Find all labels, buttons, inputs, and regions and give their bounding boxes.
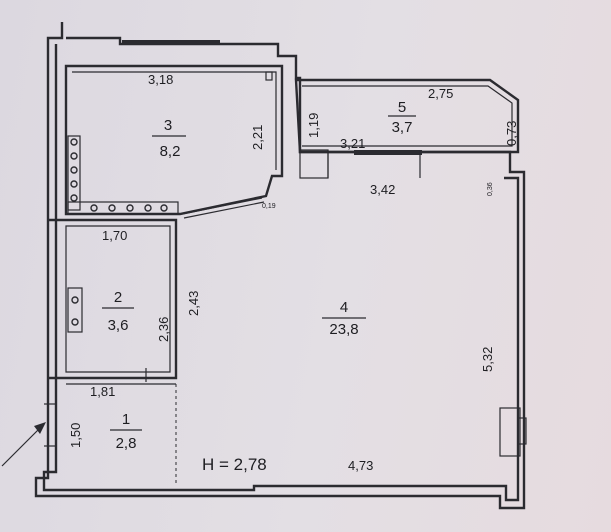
svg-text:3,6: 3,6: [108, 317, 129, 334]
room3-inner: [72, 71, 277, 170]
svg-text:3: 3: [164, 117, 172, 134]
room-3-label: 3 8,2: [152, 117, 186, 160]
svg-text:1: 1: [122, 411, 130, 428]
dim-1-70: 1,70: [102, 228, 127, 243]
ceiling-height: H = 2,78: [202, 455, 267, 474]
counter-left: [67, 135, 81, 211]
dim-0-19: 0,19: [262, 203, 276, 210]
sink: [67, 287, 83, 333]
right-niche: [499, 407, 521, 457]
room-4-label: 4 23,8: [322, 299, 366, 338]
entrance-arrowhead: [34, 422, 46, 434]
counter-bottom: [67, 201, 179, 215]
room5-walls: [294, 78, 520, 154]
svg-text:5: 5: [398, 99, 406, 116]
kitchen-window: [122, 40, 220, 45]
room2-inner: [65, 225, 171, 373]
balcony-window: [354, 150, 422, 155]
balcony-door-frame: [299, 149, 329, 179]
room5-inner: [302, 85, 513, 147]
dim-0-36: 0,36: [487, 182, 494, 196]
stove-burners: [70, 138, 168, 212]
svg-text:2,8: 2,8: [116, 435, 137, 452]
svg-text:3,7: 3,7: [392, 119, 413, 136]
dim-3-21: 3,21: [340, 136, 365, 151]
dim-0-73: 0,73: [504, 121, 519, 146]
svg-text:2: 2: [114, 289, 122, 306]
room2-walls: [48, 218, 178, 380]
dim-2-43: 2,43: [186, 291, 201, 316]
svg-text:4: 4: [340, 299, 348, 316]
dim-4-73: 4,73: [348, 458, 373, 473]
dim-3-42: 3,42: [370, 182, 395, 197]
dim-2-21: 2,21: [250, 125, 265, 150]
room-5-label: 5 3,7: [388, 99, 416, 136]
dim-5-32: 5,32: [480, 347, 495, 372]
dim-1-19: 1,19: [306, 113, 321, 138]
dim-1-50: 1,50: [68, 423, 83, 448]
room3-column: [265, 71, 273, 81]
entrance-arrow: [1, 427, 41, 467]
room-1-label: 1 2,8: [110, 411, 142, 452]
dim-1-81: 1,81: [90, 384, 115, 399]
dim-2-75: 2,75: [428, 86, 453, 101]
outer-wall-inner: [42, 44, 520, 502]
dim-3-18: 3,18: [148, 72, 173, 87]
kitchen-door: [181, 197, 265, 219]
svg-text:23,8: 23,8: [329, 321, 358, 338]
svg-text:8,2: 8,2: [160, 143, 181, 160]
dim-2-36: 2,36: [156, 317, 171, 342]
room-2-label: 2 3,6: [102, 289, 134, 334]
right-window: [517, 417, 527, 445]
